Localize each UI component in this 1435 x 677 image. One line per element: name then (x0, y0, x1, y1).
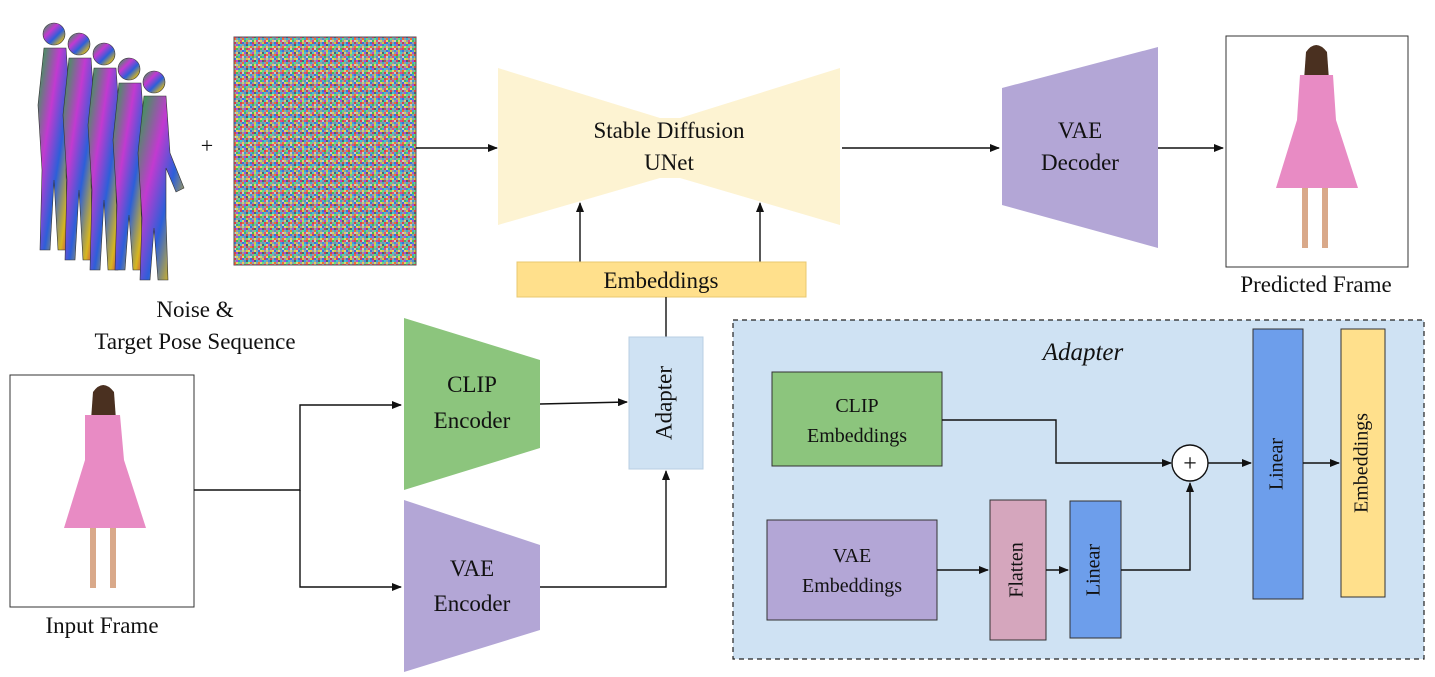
linear-big-label: Linear (1266, 438, 1288, 491)
predicted-frame-caption: Predicted Frame (1240, 272, 1391, 297)
noise-caption-line1: Noise & (156, 297, 233, 322)
vae-embeddings-label-line2: Embeddings (802, 575, 902, 597)
arrow-input-to-vae (299, 490, 402, 591)
pose-sequence-image (37, 22, 185, 281)
plus-sign: + (201, 133, 213, 158)
vae-embeddings-block (766, 519, 938, 621)
flatten-block (989, 499, 1047, 641)
arrow-clip-to-adapter (539, 398, 628, 407)
embeddings-bar-label: Embeddings (604, 268, 719, 293)
embeddings-out-label: Embeddings (1351, 413, 1373, 513)
input-frame-image (9, 374, 195, 608)
linear-small-label: Linear (1083, 544, 1105, 597)
arrow-input-to-clip (194, 401, 402, 491)
arrow-linear-to-add (1121, 482, 1194, 571)
adapter-block (628, 336, 704, 470)
embeddings-out-block (1340, 328, 1386, 598)
clip-embeddings-label-line1: CLIP (835, 395, 878, 417)
vae-decoder-label-line2: Decoder (1041, 150, 1119, 175)
unet-label-line2: UNet (644, 150, 694, 175)
vae-encoder-label-line2: Encoder (434, 591, 511, 616)
input-frame-caption: Input Frame (45, 613, 158, 638)
vae-encoder-label-line1: VAE (450, 556, 494, 581)
noise-caption-line2: Target Pose Sequence (94, 329, 295, 354)
adapter-label: Adapter (651, 366, 676, 440)
linear-small-block (1069, 500, 1122, 639)
clip-encoder-block (404, 318, 540, 490)
noise-image (233, 36, 417, 266)
embeddings-bar (516, 261, 807, 298)
add-operator-label: + (1183, 451, 1197, 477)
clip-embeddings-label-line2: Embeddings (807, 425, 907, 447)
vae-encoder-block (404, 500, 540, 672)
clip-encoder-label-line2: Encoder (434, 408, 511, 433)
clip-embeddings-block (771, 371, 943, 467)
arrow-clip-emb-to-add (942, 419, 1172, 467)
vae-embeddings-label-line1: VAE (833, 545, 872, 567)
adapter-panel-title: Adapter (1041, 339, 1124, 366)
linear-big-block (1252, 328, 1304, 600)
unet-block (498, 68, 840, 225)
vae-decoder-label-line1: VAE (1058, 118, 1102, 143)
arrow-vae-to-adapter (540, 470, 670, 588)
unet-label-line1: Stable Diffusion (594, 118, 745, 143)
clip-encoder-label-line1: CLIP (447, 372, 497, 397)
predicted-frame-image (1225, 35, 1409, 268)
vae-decoder-block (1002, 47, 1158, 248)
flatten-label: Flatten (1006, 542, 1028, 598)
